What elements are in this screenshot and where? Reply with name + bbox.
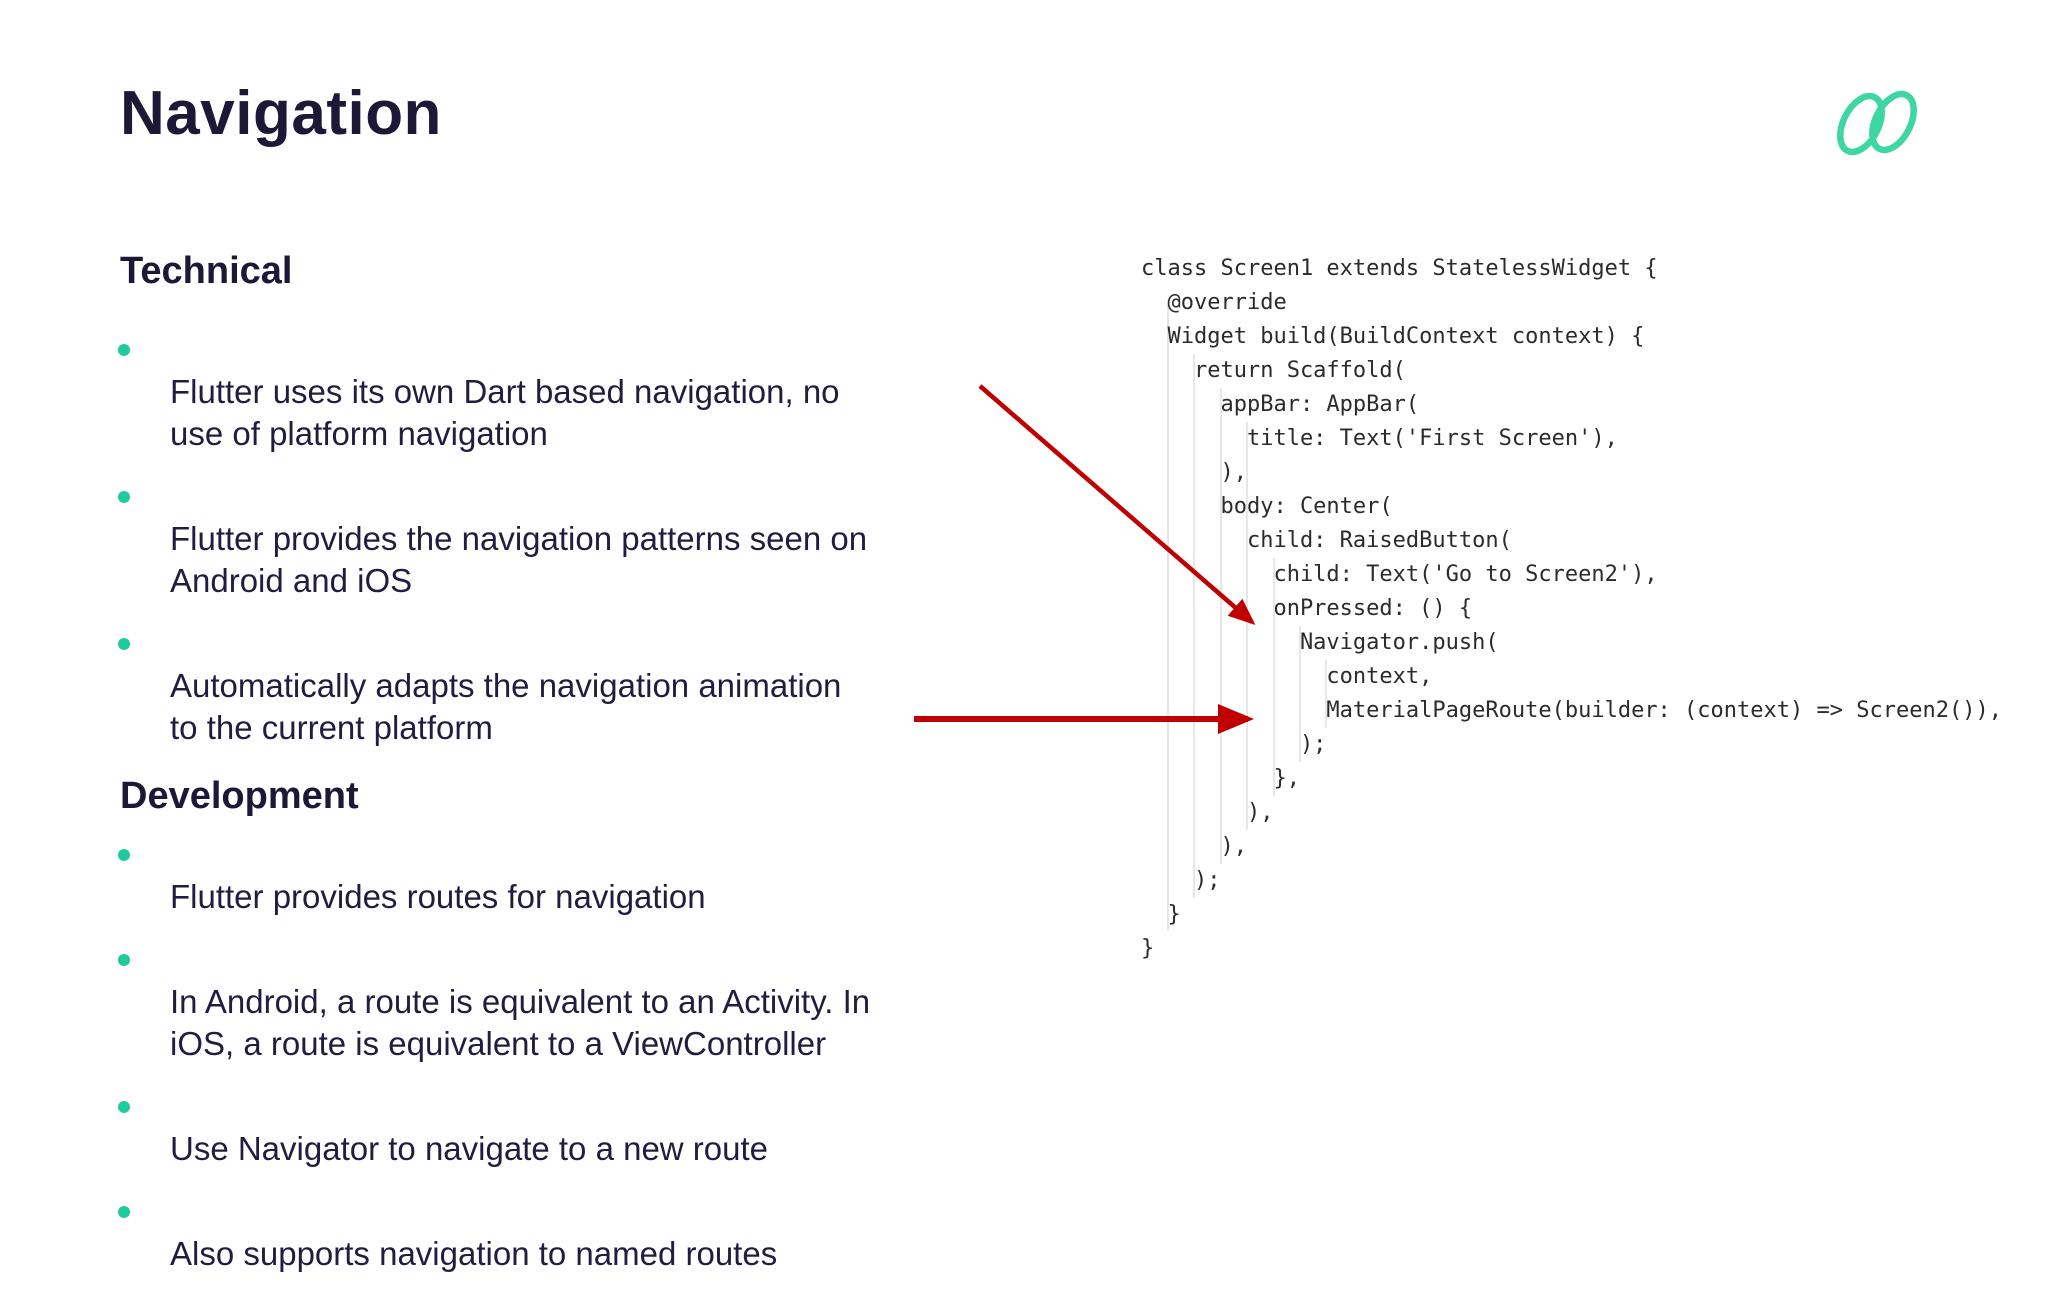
bullet-text: Flutter provides the navigation patterns… [170, 520, 868, 599]
bullet-text: In Android, a route is equivalent to an … [170, 983, 871, 1062]
bullet-text: Automatically adapts the navigation anim… [170, 667, 842, 746]
list-item: Flutter uses its own Dart based navigati… [112, 329, 1032, 455]
bullet-dot-icon [118, 954, 130, 966]
list-item: Automatically adapts the navigation anim… [112, 623, 1032, 749]
bullet-dot-icon [118, 638, 130, 650]
bullet-text: Flutter provides routes for navigation [170, 878, 706, 915]
code-block: class Screen1 extends StatelessWidget { … [1141, 256, 2002, 961]
bullet-dot-icon [118, 491, 130, 503]
list-item: Also supports navigation to named routes [112, 1191, 1032, 1275]
section-heading-technical: Technical [120, 250, 293, 292]
list-item: Flutter provides the navigation patterns… [112, 476, 1032, 602]
section-heading-development: Development [120, 775, 359, 817]
list-item: In Android, a route is equivalent to an … [112, 939, 1032, 1065]
bullet-text: Flutter uses its own Dart based navigati… [170, 373, 840, 452]
bullet-text: Also supports navigation to named routes [170, 1235, 778, 1272]
logo-icon [1837, 90, 1917, 156]
slide: Navigation Technical Flutter uses its ow… [112, 79, 2002, 1272]
page-title: Navigation [120, 79, 442, 148]
bullet-dot-icon [118, 849, 130, 861]
bullet-dot-icon [118, 1101, 130, 1113]
bullet-dot-icon [118, 344, 130, 356]
list-item: Flutter provides routes for navigation [112, 834, 1032, 918]
bullet-dot-icon [118, 1206, 130, 1218]
